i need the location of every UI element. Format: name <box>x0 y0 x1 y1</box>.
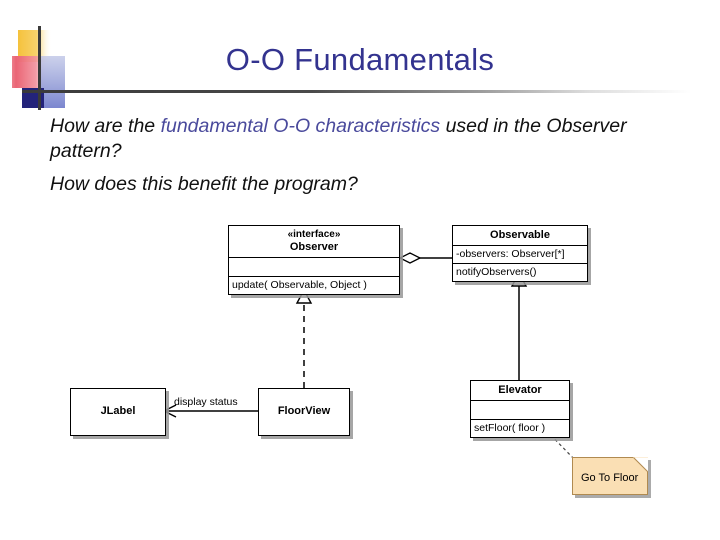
slide-body: How are the fundamental O-O characterist… <box>50 114 675 205</box>
uml-class-floorview[interactable]: FloorView <box>258 388 350 436</box>
uml-class-observer-attributes <box>229 257 399 276</box>
uml-class-observer-header: «interface» Observer <box>229 226 399 257</box>
uml-class-floorview-name: FloorView <box>277 405 331 417</box>
uml-stereotype-interface: «interface» <box>287 229 341 240</box>
uml-class-elevator-operation-0: setFloor( floor ) <box>471 419 569 437</box>
uml-class-observable[interactable]: Observable -observers: Observer[*] notif… <box>452 225 588 282</box>
title-divider <box>22 90 712 93</box>
uml-class-observer-operation-0: update( Observable, Object ) <box>229 276 399 294</box>
uml-class-observable-name: Observable <box>490 229 550 241</box>
uml-class-observable-attribute-0: -observers: Observer[*] <box>453 245 587 263</box>
uml-class-observable-operation-0: notifyObservers() <box>453 263 587 281</box>
uml-class-observer[interactable]: «interface» Observer update( Observable,… <box>228 225 400 295</box>
uml-class-diagram: «interface» Observer update( Observable,… <box>0 205 720 525</box>
body-text-tail: used in the Observer pattern? <box>50 115 627 162</box>
uml-class-elevator[interactable]: Elevator setFloor( floor ) <box>470 380 570 438</box>
aggregation-diamond <box>398 252 422 264</box>
uml-class-elevator-name: Elevator <box>498 384 542 396</box>
uml-class-elevator-attributes <box>471 400 569 419</box>
body-text-highlight: fundamental O-O characteristics <box>160 115 441 137</box>
uml-class-jlabel[interactable]: JLabel <box>70 388 166 436</box>
uml-class-observer-name: Observer <box>289 241 339 253</box>
body-text-lead: How are the <box>50 115 161 137</box>
uml-note-go-to-floor[interactable]: Go To Floor <box>572 457 648 495</box>
page-title: O-O Fundamentals <box>225 42 495 77</box>
uml-class-jlabel-name: JLabel <box>100 405 136 417</box>
body-paragraph-1: How are the fundamental O-O characterist… <box>50 114 675 164</box>
uml-note-text: Go To Floor <box>581 472 639 484</box>
body-paragraph-2: How does this benefit the program? <box>50 173 358 195</box>
edge-label-display-status: display status <box>174 396 238 408</box>
note-fold-icon <box>633 457 648 472</box>
realization-triangle-observer <box>295 288 313 304</box>
